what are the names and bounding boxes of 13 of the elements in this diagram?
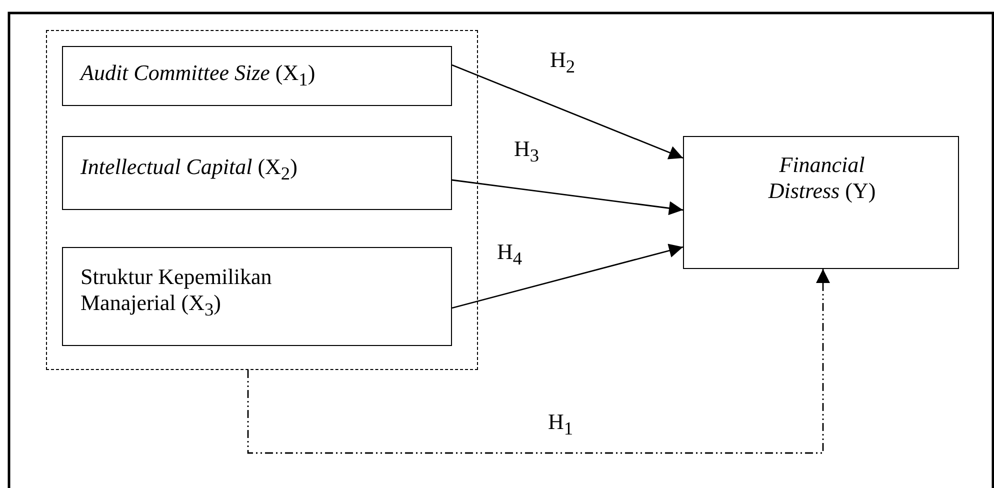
variable-label: Intellectual Capital (X$_{2}$) <box>80 154 298 185</box>
variable-label: Financial Distress (Y) <box>767 152 877 205</box>
variable-box <box>62 246 452 346</box>
variable-label: Audit Committee Size (X$_{1}$) <box>80 60 316 91</box>
variable-box <box>683 136 959 269</box>
arrow <box>247 269 830 454</box>
variable-box <box>62 136 452 210</box>
arrow <box>452 244 684 309</box>
group-box <box>46 30 478 370</box>
arrow <box>452 64 684 160</box>
arrow <box>452 179 684 216</box>
variable-label: Struktur Kepemilikan Manajerial (X$_{3}$) <box>80 264 273 322</box>
variable-box <box>62 46 452 106</box>
